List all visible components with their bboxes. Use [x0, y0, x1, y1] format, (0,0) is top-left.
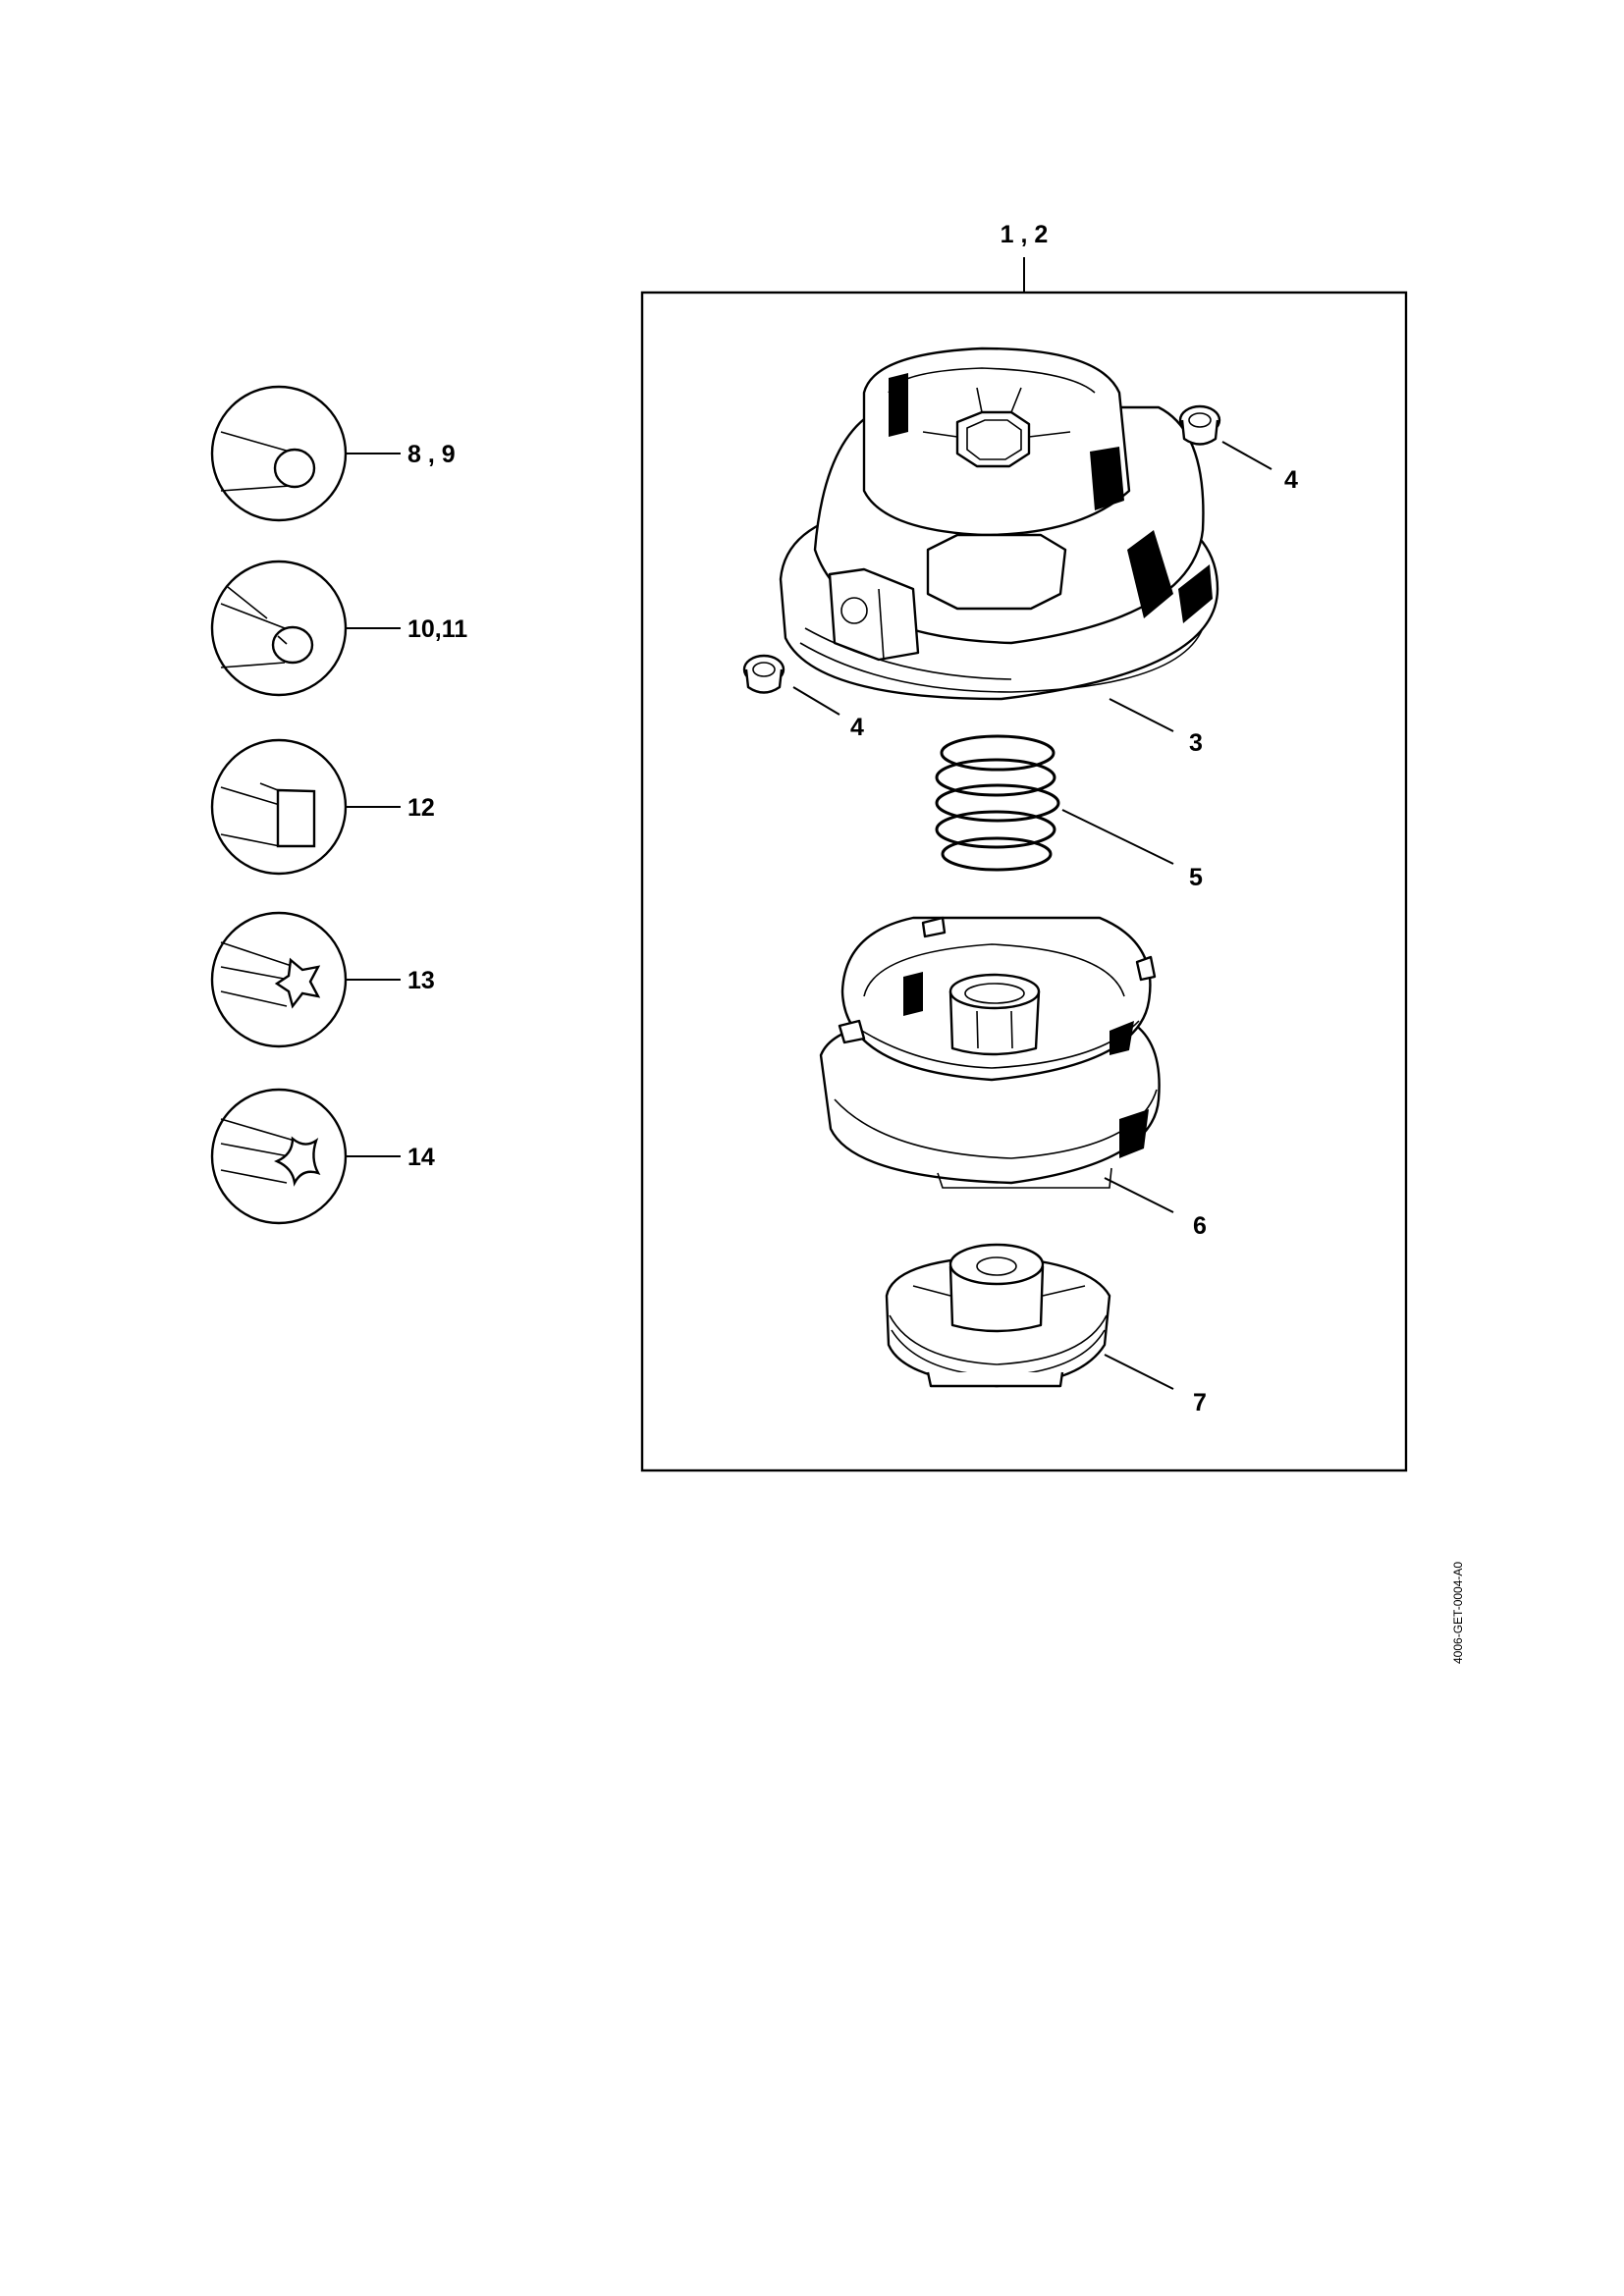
cap-callout-label: 7	[1193, 1389, 1207, 1416]
spring-callout-label: 5	[1189, 864, 1203, 891]
eyelet-right-part	[1178, 404, 1221, 446]
spool-leader-line	[1104, 1177, 1174, 1213]
eyelet-right-callout-label: 4	[1284, 466, 1298, 494]
line-round-callout-label: 8 , 9	[407, 441, 456, 468]
spring-part	[935, 734, 1060, 872]
housing-callout-label: 3	[1189, 729, 1203, 757]
line-round-notched-detail	[210, 560, 348, 697]
line-square-callout-label: 12	[407, 794, 435, 822]
eyelet-left-part	[742, 654, 785, 694]
line-star-callout-label: 13	[407, 967, 435, 994]
cap-leader-line	[1104, 1354, 1174, 1390]
line-round-notched-callout-label: 10,11	[407, 615, 467, 643]
spool-part	[819, 916, 1161, 1189]
housing-part	[779, 347, 1219, 701]
cap-part	[885, 1243, 1111, 1388]
housing-leader-line	[1109, 698, 1174, 732]
line-cross-callout-label: 14	[407, 1144, 435, 1171]
line-round-detail	[210, 385, 348, 522]
line-square-detail	[210, 738, 348, 876]
line-star-detail	[210, 911, 348, 1048]
eyelet-right-leader-line	[1221, 441, 1272, 470]
eyelet-left-callout-label: 4	[850, 714, 864, 741]
spring-leader-line	[1061, 809, 1174, 865]
eyelet-left-leader-line	[792, 686, 840, 716]
assembly-callout-label: 1 , 2	[1001, 221, 1049, 248]
drawing-reference-code: 4006-GET-0004-A0	[1451, 1561, 1465, 1664]
line-cross-detail	[210, 1088, 348, 1225]
spool-callout-label: 6	[1193, 1212, 1207, 1240]
